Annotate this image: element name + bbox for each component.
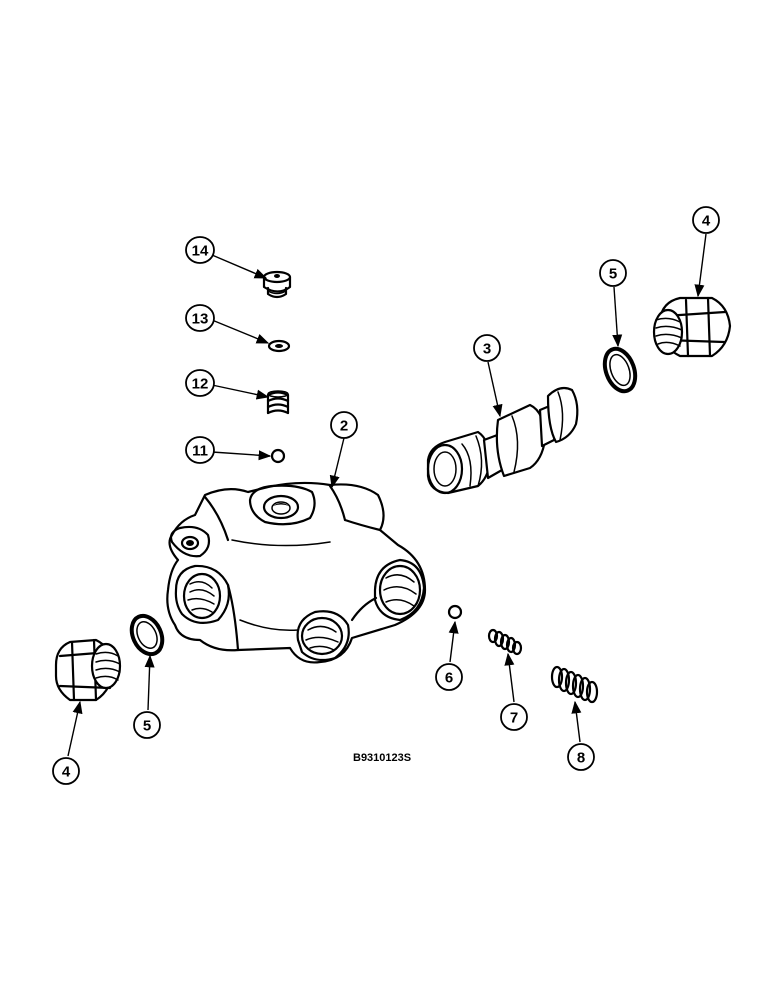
callout-5-right-label: 5 <box>609 266 617 283</box>
callout-4-left-label: 4 <box>62 764 71 781</box>
callout-8-label: 8 <box>577 750 585 767</box>
plug-part-14 <box>262 270 292 299</box>
callout-3: 3 <box>473 334 501 362</box>
leader-lines <box>67 233 707 757</box>
spool-part-3 <box>426 386 579 495</box>
callout-12: 12 <box>185 369 215 397</box>
ball-part-6 <box>447 604 463 620</box>
callout-6: 6 <box>435 663 463 691</box>
spring-part-12 <box>266 390 290 415</box>
valve-body-part-2 <box>166 481 427 664</box>
spring-part-8 <box>550 665 599 704</box>
callout-5-left: 5 <box>133 711 161 739</box>
washer-part-13 <box>267 339 291 353</box>
o-ring-part-5-left <box>129 613 165 657</box>
figure-reference-code: B9310123S <box>353 752 411 764</box>
spring-part-7 <box>487 628 523 656</box>
hex-plug-part-4-left <box>54 638 122 702</box>
hex-plug-part-4-right <box>652 296 732 358</box>
callout-4-right: 4 <box>692 206 720 234</box>
callout-14: 14 <box>185 236 215 264</box>
callout-6-label: 6 <box>445 670 453 687</box>
callout-4-right-label: 4 <box>702 213 711 230</box>
callout-5-left-label: 5 <box>143 718 151 735</box>
callout-4-left: 4 <box>52 757 80 785</box>
callout-8: 8 <box>567 743 595 771</box>
callout-13: 13 <box>185 304 215 332</box>
callout-12-label: 12 <box>192 376 209 393</box>
callout-2: 2 <box>330 411 358 439</box>
callout-11-label: 11 <box>192 443 208 460</box>
callout-3-label: 3 <box>483 341 491 358</box>
callout-7-label: 7 <box>510 710 518 727</box>
callout-7: 7 <box>500 703 528 731</box>
o-ring-part-5-right <box>602 346 638 394</box>
callout-14-label: 14 <box>192 243 209 260</box>
callout-2-label: 2 <box>340 418 348 435</box>
callout-11: 11 <box>185 436 215 464</box>
ball-part-11 <box>270 448 286 464</box>
callout-5-right: 5 <box>599 259 627 287</box>
callout-13-label: 13 <box>192 311 209 328</box>
